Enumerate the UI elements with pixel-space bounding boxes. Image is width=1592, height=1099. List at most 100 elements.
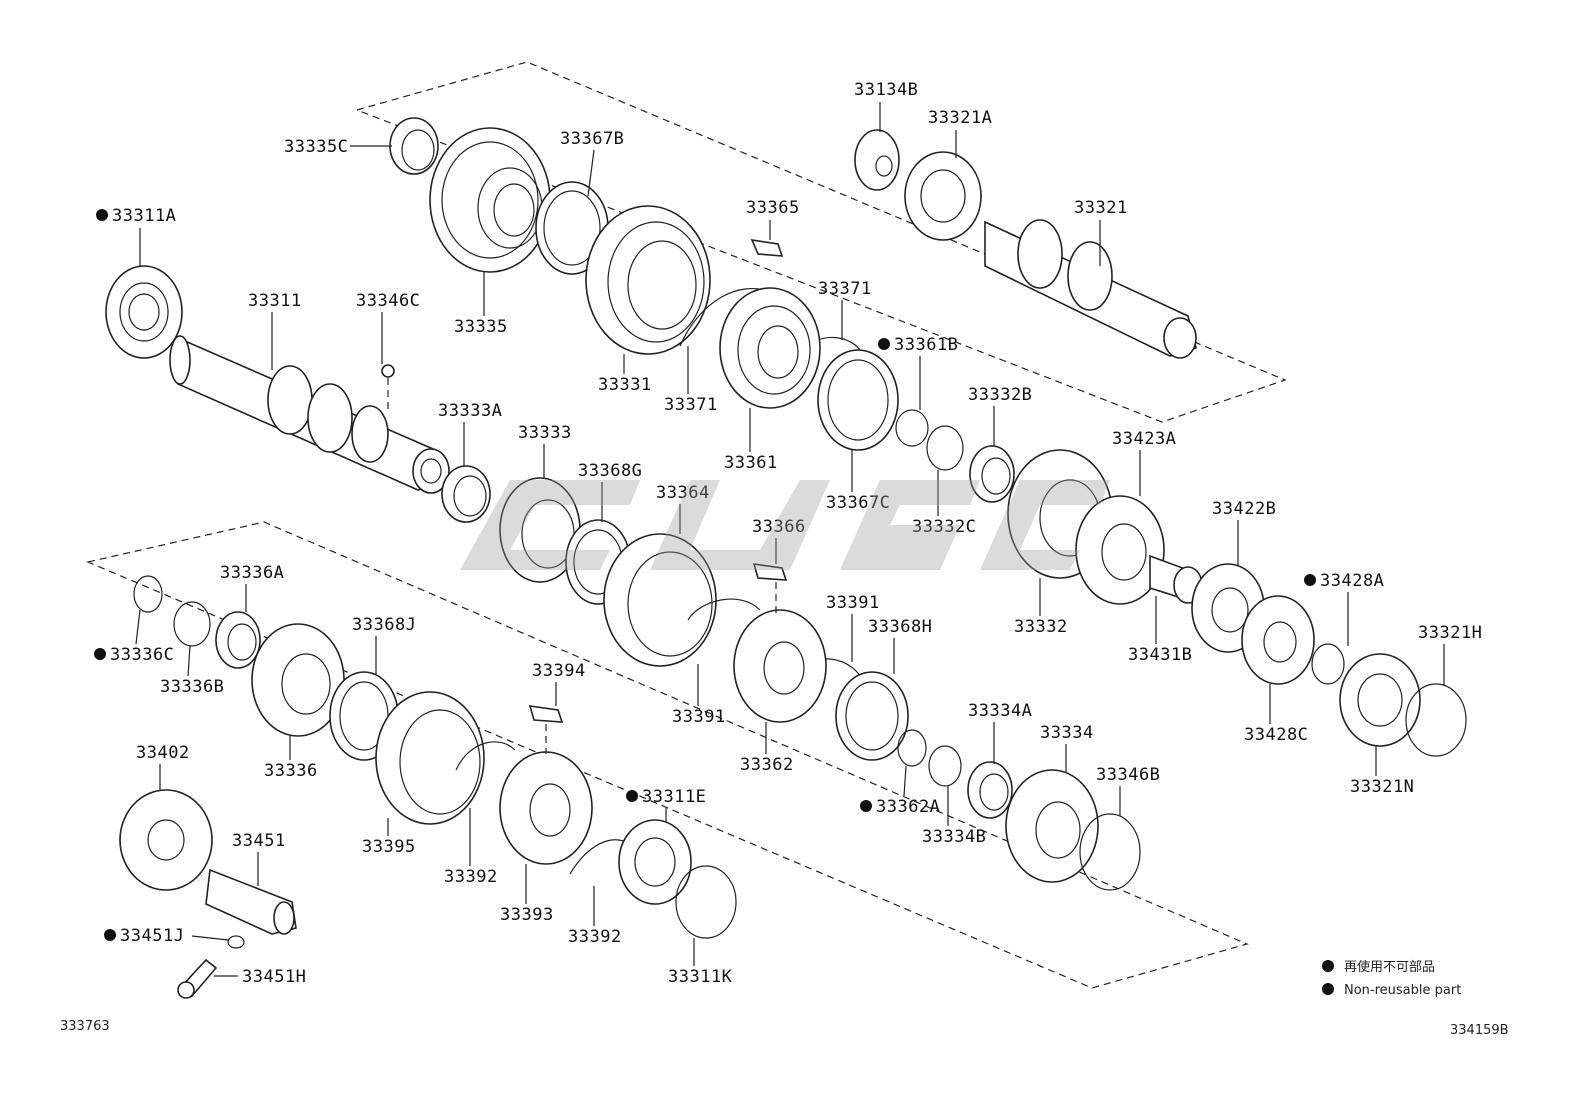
label-33423A: 33423A [1112, 429, 1176, 449]
label-33336B: 33336B [160, 677, 224, 697]
label-33366: 33366 [752, 517, 806, 537]
label-33392-a: 33392 [444, 867, 498, 887]
label-33371-mid: 33371 [664, 395, 718, 415]
label-33311E: 33311E [642, 787, 706, 807]
gear-33402 [119, 789, 213, 891]
bearing-33321a [904, 151, 982, 241]
label-33364: 33364 [656, 483, 710, 503]
nr-dot-33311A [96, 209, 108, 221]
washer-33321h [1405, 683, 1467, 757]
label-33336C: 33336C [110, 645, 174, 665]
label-33335C: 33335C [284, 137, 348, 157]
label-33321: 33321 [1074, 198, 1128, 218]
label-33336A: 33336A [220, 563, 284, 583]
needle-bearing-33335c [389, 117, 439, 175]
gear-33428c [1241, 595, 1315, 685]
label-33451H: 33451H [242, 967, 306, 987]
nr-dot-33451J [104, 929, 116, 941]
legend-japanese-text: 再使用不可部品 [1344, 959, 1435, 975]
upper-assembly-boundary [355, 61, 1287, 423]
sleeve-33364 [603, 533, 717, 667]
bearing-33311e [618, 819, 692, 905]
nr-dot-33362A [860, 800, 872, 812]
bearing-33311a [105, 265, 183, 359]
diagram-code-right: 334159B [1450, 1023, 1509, 1038]
label-33368H: 33368H [868, 617, 932, 637]
label-33365: 33365 [746, 198, 800, 218]
nr-dot-33311E [626, 790, 638, 802]
legend-dot-jp [1322, 960, 1334, 972]
label-33332B: 33332B [968, 385, 1032, 405]
needle-bearing-33332b [969, 445, 1015, 503]
spring-33391-a [687, 598, 761, 621]
part-33134b [854, 129, 900, 191]
hub-33393 [499, 751, 593, 865]
label-33321H: 33321H [1418, 623, 1482, 643]
spring-33392-a [455, 741, 516, 771]
label-33367C: 33367C [826, 493, 890, 513]
needle-bearing-33334a [967, 761, 1013, 819]
label-33335: 33335 [454, 317, 508, 337]
label-33333A: 33333A [438, 401, 502, 421]
hub-33361 [719, 287, 821, 409]
label-33334B: 33334B [922, 827, 986, 847]
label-33331: 33331 [598, 375, 652, 395]
nr-dot-33428A [1304, 574, 1316, 586]
label-33362A: 33362A [876, 797, 940, 817]
label-33362: 33362 [740, 755, 794, 775]
snap-ring-33361b [895, 409, 929, 447]
washer-33451j [227, 935, 245, 949]
label-33346C: 33346C [356, 291, 420, 311]
label-33361B: 33361B [894, 335, 958, 355]
lower-assembly-boundary [86, 521, 1249, 989]
label-33371-top: 33371 [818, 279, 872, 299]
label-33134B: 33134B [854, 80, 918, 100]
label-33332C: 33332C [912, 517, 976, 537]
gear-33423a [1075, 495, 1165, 605]
snap-ring-33336c [133, 575, 163, 613]
washer-33334b [928, 745, 962, 787]
label-33431B: 33431B [1128, 645, 1192, 665]
label-33394: 33394 [532, 661, 586, 681]
washer-33332c [926, 425, 964, 471]
key-33366 [752, 563, 788, 581]
label-33361: 33361 [724, 453, 778, 473]
label-33422B: 33422B [1212, 499, 1276, 519]
label-33334A: 33334A [968, 701, 1032, 721]
label-33391-top: 33391 [826, 593, 880, 613]
synchro-ring-33367c [817, 349, 899, 451]
label-33451: 33451 [232, 831, 286, 851]
label-33334: 33334 [1040, 723, 1094, 743]
nr-dot-33361B [878, 338, 890, 350]
snap-ring-33428a [1311, 643, 1345, 685]
shaft-33451 [205, 868, 297, 935]
needle-bearing-33333a [441, 465, 491, 523]
shaft-33321 [984, 219, 1197, 359]
nr-dot-33336C [94, 648, 106, 660]
label-33333: 33333 [518, 423, 572, 443]
washer-33336b [173, 601, 211, 647]
ball-33346c [381, 364, 395, 378]
label-33392-b: 33392 [568, 927, 622, 947]
sleeve-33395 [375, 691, 485, 825]
label-33321A: 33321A [928, 108, 992, 128]
bearing-33321n [1339, 653, 1421, 747]
label-33336: 33336 [264, 761, 318, 781]
hub-33362 [733, 609, 827, 723]
legend-english-text: Non-reusable part [1344, 983, 1461, 998]
needle-bearing-33336a [215, 611, 261, 669]
label-33311: 33311 [248, 291, 302, 311]
diagram-code-left: 333763 [60, 1019, 110, 1034]
synchro-ring-33368h [835, 671, 909, 761]
gear-33335 [429, 127, 551, 273]
label-33451J: 33451J [120, 926, 184, 946]
washer-33311k [675, 865, 737, 939]
label-33402: 33402 [136, 743, 190, 763]
label-33391-mid: 33391 [672, 707, 726, 727]
bolt-33451h [177, 958, 218, 999]
legend-dot-en [1322, 983, 1334, 995]
label-33311K: 33311K [668, 967, 733, 987]
key-33365 [750, 238, 784, 257]
label-33368J: 33368J [352, 615, 416, 635]
